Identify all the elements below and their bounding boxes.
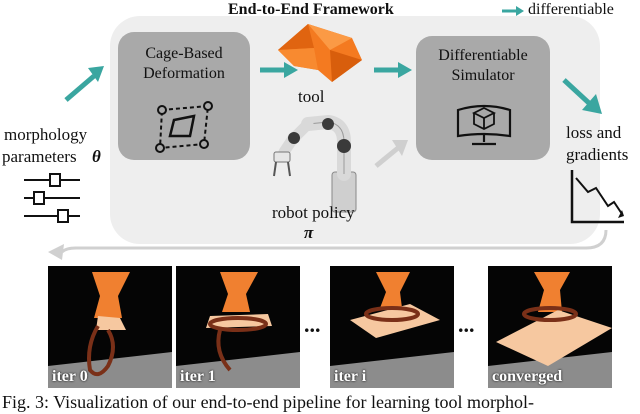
- arrow-simulator-to-loss-icon: [562, 78, 602, 114]
- loss-curve-icon: [570, 170, 624, 224]
- iteration-tile-i: iter i: [330, 266, 454, 388]
- morphology-label-1: morphology: [4, 125, 88, 144]
- iteration-label: iter i: [334, 368, 367, 385]
- morphology-label-2: parameters: [2, 147, 77, 166]
- tool-shape-icon: [278, 24, 362, 82]
- arrow-cage-to-tool-icon: [260, 62, 298, 78]
- iteration-tile-0: iter 0: [48, 266, 172, 388]
- arrow-policy-to-simulator-icon: [374, 140, 408, 168]
- arrow-tool-to-simulator-icon: [374, 62, 412, 78]
- robot-arm-icon: [273, 114, 357, 213]
- loss-label-2: gradients: [566, 145, 629, 164]
- cage-deformation-module: Cage-Based Deformation: [118, 32, 250, 160]
- framework-title: End-to-End Framework: [228, 1, 394, 18]
- ellipsis-1: ...: [304, 312, 321, 337]
- ellipsis-2: ...: [458, 312, 475, 337]
- robot-policy-label: robot policy: [272, 203, 355, 222]
- iteration-tile-converged: converged: [488, 266, 612, 388]
- simulator-module: Differentiable Simulator: [416, 36, 550, 160]
- slider-icon: [24, 173, 80, 223]
- figure-caption: Fig. 3: Visualization of our end-to-end …: [2, 392, 534, 412]
- legend-arrow-icon: [502, 6, 524, 16]
- theta-symbol: θ: [92, 147, 101, 166]
- cage-module-label-2: Deformation: [143, 65, 225, 82]
- monitor-cube-icon: [456, 104, 512, 146]
- simulator-module-label-1: Differentiable: [438, 47, 528, 64]
- iteration-tile-1: iter 1: [176, 266, 300, 388]
- iteration-label: iter 0: [52, 368, 88, 385]
- cage-icon: [155, 101, 213, 153]
- simulator-module-label-2: Simulator: [451, 67, 515, 84]
- cage-module-label-1: Cage-Based: [145, 45, 223, 62]
- iteration-label: converged: [492, 368, 563, 385]
- legend-label: differentiable: [528, 1, 614, 18]
- tool-label: tool: [298, 87, 325, 106]
- arrow-morph-to-cage-icon: [64, 66, 104, 102]
- feedback-arrow-icon: [48, 229, 608, 260]
- loss-label-1: loss and: [566, 123, 622, 142]
- pi-symbol: π: [304, 223, 314, 242]
- iteration-label: iter 1: [180, 368, 216, 385]
